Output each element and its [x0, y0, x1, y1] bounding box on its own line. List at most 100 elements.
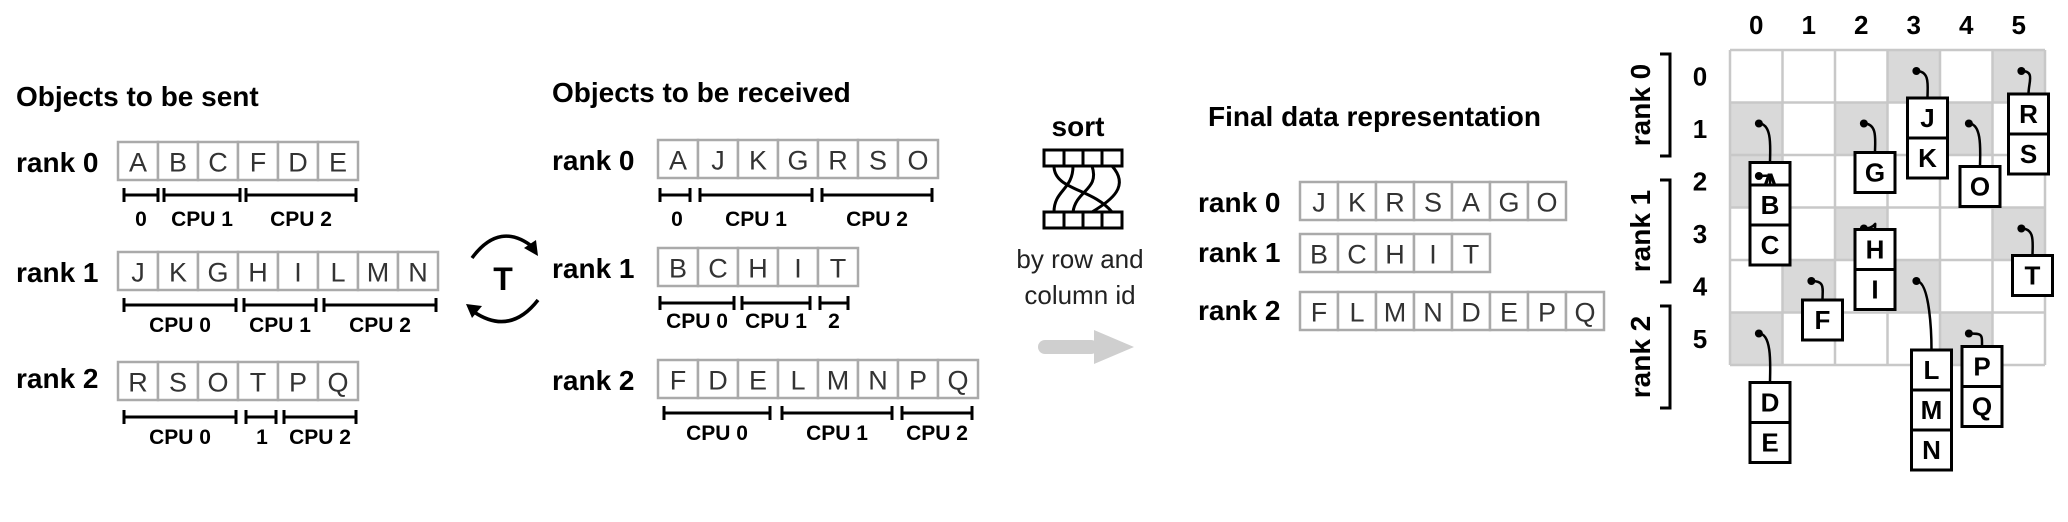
sent-rank-2-cell-text-2: O — [207, 368, 228, 398]
stack-8-label-0: F — [1815, 305, 1831, 335]
received-rank-1-cell-3 — [776, 246, 820, 288]
received-rank-0-cell-3 — [776, 138, 820, 180]
transpose-arrowhead-bottom — [466, 304, 482, 318]
stack-anchor-dot-9 — [1912, 277, 1921, 285]
final-rank-2-cell-text-1: L — [1349, 298, 1364, 328]
sent-rank-1-group-2: CPU 2 — [349, 314, 411, 337]
sent-rank-2-cell-2 — [196, 360, 240, 402]
received-rank-2-cell-3 — [776, 358, 820, 400]
grid-row-label-0: 0 — [1693, 61, 1707, 91]
sent-rank-1-cell-text-2: G — [207, 258, 228, 288]
sent-rank-0-brackets — [122, 188, 358, 202]
received-rank-0-group-0: 0 — [671, 208, 683, 231]
grid-col-label-0: 0 — [1749, 10, 1763, 40]
sent-rank-1-cell-5 — [316, 250, 360, 292]
received-rank-2-group-2: CPU 2 — [906, 422, 968, 445]
transpose-arrowhead-top — [524, 240, 538, 256]
sent-rank-0-cell-text-1: B — [169, 148, 187, 178]
received-rank-2-cell-7 — [936, 358, 980, 400]
sent-rank-0-cell-text-3: F — [250, 148, 267, 178]
received-rank-0-cell-5 — [856, 138, 900, 180]
grid-rank-brackets — [1660, 52, 1672, 410]
received-rank-1-cell-text-2: H — [748, 254, 768, 284]
final-rank-1-cell-2 — [1374, 232, 1416, 274]
grid-col-label-1: 1 — [1802, 10, 1816, 40]
transpose-arrow-bottom — [473, 298, 540, 324]
sort-section: sort by row and column id — [1016, 111, 1144, 364]
stack-0-box-0 — [1906, 96, 1949, 140]
final-rank-0-cell-text-0: J — [1312, 188, 1326, 218]
stack-anchor-dot-8 — [1807, 277, 1816, 285]
final-rank-2-cell-text-5: E — [1500, 298, 1518, 328]
stack-5-box-0 — [1748, 183, 1792, 227]
stack-0-label-1: K — [1918, 143, 1937, 173]
received-rank-2-cell-0 — [656, 358, 700, 400]
received-rank-1-group-2: 2 — [828, 310, 840, 333]
sent-rank-2-group-0: CPU 0 — [149, 426, 211, 449]
grid-row-label-4: 4 — [1693, 271, 1708, 301]
sent-rank-1-cell-text-0: J — [131, 258, 145, 288]
stack-4-label-0: O — [1970, 171, 1990, 201]
received-rank-2-cell-text-4: M — [827, 366, 850, 396]
sent-rank-2-brackets — [122, 410, 358, 424]
received-rank-0-brackets — [658, 188, 934, 202]
sent-rank-2-cell-text-3: T — [250, 368, 267, 398]
stack-4-box-0 — [1958, 165, 2002, 208]
received-rank-2-cell-text-1: D — [708, 366, 728, 396]
final-rank-2-cell-text-0: F — [1311, 298, 1328, 328]
received-rank-1-cell-text-4: T — [830, 254, 847, 284]
stack-11-box-1 — [1960, 385, 2004, 428]
stack-9-label-0: L — [1924, 355, 1940, 385]
received-rank-1-cell-4 — [816, 246, 860, 288]
sent-rank-2-cell-text-5: Q — [327, 368, 348, 398]
stack-leader-9 — [1915, 279, 1933, 351]
stack-8-box-0 — [1801, 298, 1844, 342]
sent-rank-1-cell-text-7: N — [408, 258, 428, 288]
sent-rank-1-cell-text-4: I — [294, 258, 302, 288]
stack-5-box-1 — [1748, 223, 1792, 267]
sort-caption-line-1: by row and — [1016, 244, 1143, 274]
sent-rank-0-cell-1 — [156, 140, 200, 182]
received-rank-1-cell-text-0: B — [669, 254, 687, 284]
received-rank-0-group-2: CPU 2 — [846, 208, 908, 231]
final-rank-2-label: rank 2 — [1198, 295, 1281, 326]
grid-col-label-2: 2 — [1854, 10, 1868, 40]
grid-rank-0-label: rank 0 — [1625, 64, 1656, 147]
received-rank-2-label: rank 2 — [552, 365, 635, 396]
sent-rank-1-group-0: CPU 0 — [149, 314, 211, 337]
stack-6-box-1 — [1853, 268, 1897, 311]
received-rank-1-group-0: CPU 0 — [666, 310, 728, 333]
final-rank-0-cell-text-4: A — [1462, 188, 1480, 218]
final-rank-2-cell-text-2: M — [1384, 298, 1407, 328]
received-rank-2-cell-text-0: F — [670, 366, 687, 396]
received-rank-0-cell-text-3: G — [787, 146, 808, 176]
stack-10-label-1: E — [1761, 427, 1778, 457]
received-rank-0-cell-2 — [736, 138, 780, 180]
stack-3-label-0: G — [1865, 157, 1885, 187]
grid-rank-1-label: rank 1 — [1625, 190, 1656, 273]
sent-rank-0-cell-5 — [316, 140, 360, 182]
sent-rank-2-cell-text-1: S — [169, 368, 187, 398]
grid-row-label-1: 1 — [1693, 114, 1707, 144]
stack-anchor-dot-10 — [1754, 329, 1763, 338]
final-rank-2-cell-4 — [1450, 290, 1492, 332]
final-rank-0-cell-3 — [1412, 180, 1454, 222]
received-rank-2-cell-text-3: L — [790, 366, 805, 396]
final-rank-2-cell-text-6: P — [1538, 298, 1556, 328]
sent-rank-1-cell-text-1: K — [169, 258, 187, 288]
received-rank-2-group-0: CPU 0 — [686, 422, 748, 445]
stack-9-box-1 — [1910, 388, 1953, 432]
sort-label: sort — [1052, 111, 1105, 142]
grid-shaded-cell-10 — [1730, 312, 1783, 365]
stack-11-label-0: P — [1973, 351, 1990, 381]
stack-10-label-0: D — [1761, 387, 1780, 417]
stack-1-box-1 — [2007, 132, 2050, 176]
